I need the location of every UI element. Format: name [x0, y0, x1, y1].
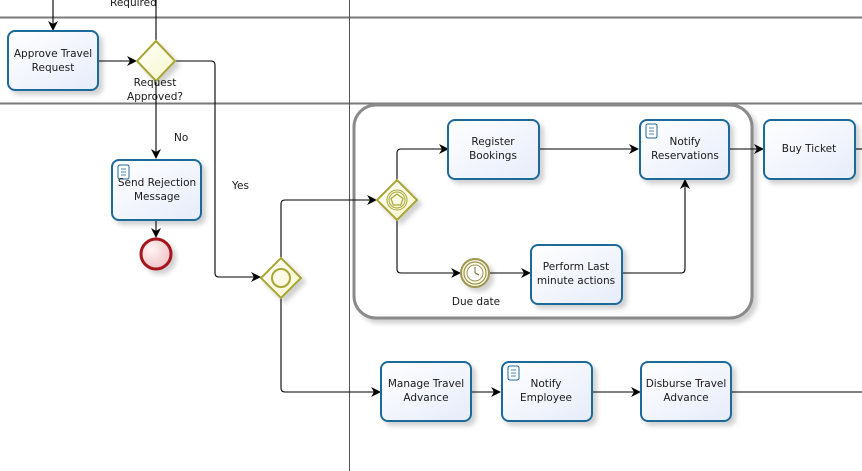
- gateway-label: Request: [134, 77, 177, 89]
- task-register-bookings[interactable]: Register Bookings: [447, 119, 540, 180]
- task-label: Disburse Travel: [646, 378, 727, 390]
- flow-lastmin-to-notify[interactable]: [622, 179, 690, 274]
- task-manage-travel-advance[interactable]: Manage Travel Advance: [380, 361, 472, 422]
- script-icon: [645, 123, 658, 139]
- task-label: Advance: [663, 392, 708, 404]
- task-label: minute actions: [537, 275, 615, 287]
- task-label: Send Rejection: [118, 177, 196, 189]
- task-disburse-travel-advance[interactable]: Disburse Travel Advance: [640, 361, 732, 422]
- script-icon: [117, 164, 130, 180]
- task-buy-ticket[interactable]: Buy Ticket: [763, 119, 856, 180]
- task-label: Approve Travel: [14, 48, 92, 60]
- gateway-event-based[interactable]: [375, 178, 419, 222]
- script-icon: [507, 365, 520, 381]
- event-gateway-outer-circle-icon: [386, 189, 408, 211]
- task-send-rejection-message[interactable]: Send Rejection Message: [111, 159, 202, 221]
- flow-gw-to-manage[interactable]: [280, 297, 381, 397]
- task-approve-travel-request[interactable]: Approve Travel Request: [7, 30, 99, 91]
- timer-event-due-date[interactable]: [460, 258, 490, 288]
- sequence-flows: [48, 0, 862, 397]
- flow-yes[interactable]: [175, 60, 261, 282]
- timer-label: Due date: [452, 296, 500, 308]
- flow-gw-to-eventgw[interactable]: [280, 195, 377, 258]
- task-label: Notify: [669, 136, 700, 148]
- task-label: Advance: [403, 392, 448, 404]
- task-perform-last-minute-actions[interactable]: Perform Last minute actions: [530, 244, 623, 305]
- flow-label-yes: Yes: [231, 180, 249, 192]
- task-notify-reservations[interactable]: Notify Reservations: [639, 119, 730, 180]
- clock-icon: [466, 264, 484, 282]
- task-label: Register: [471, 136, 515, 148]
- end-event-rejected[interactable]: [139, 237, 173, 271]
- task-notify-employee[interactable]: Notify Employee: [501, 361, 593, 422]
- task-label: Perform Last: [543, 261, 609, 273]
- task-label: Manage Travel: [388, 378, 464, 390]
- gateway-label: Approved?: [127, 91, 183, 103]
- flow-eventgw-to-timer[interactable]: [396, 219, 461, 278]
- flow-label-required: Required: [110, 0, 157, 9]
- task-label: Request: [32, 62, 75, 74]
- task-label: Message: [134, 191, 180, 203]
- gateway-inclusive[interactable]: [259, 256, 303, 300]
- task-label: Buy Ticket: [782, 143, 836, 155]
- task-label: Bookings: [469, 150, 517, 162]
- gateway-request-approved[interactable]: [135, 39, 177, 83]
- flow-eventgw-to-register[interactable]: [396, 144, 449, 181]
- inclusive-circle-icon: [271, 268, 291, 288]
- flow-label-no: No: [174, 132, 188, 144]
- task-label: Employee: [520, 392, 572, 404]
- event-gateway-inner-circle-icon: [388, 191, 406, 209]
- task-label: Reservations: [651, 150, 719, 162]
- pentagon-icon: [390, 193, 404, 206]
- task-label: Notify: [530, 378, 561, 390]
